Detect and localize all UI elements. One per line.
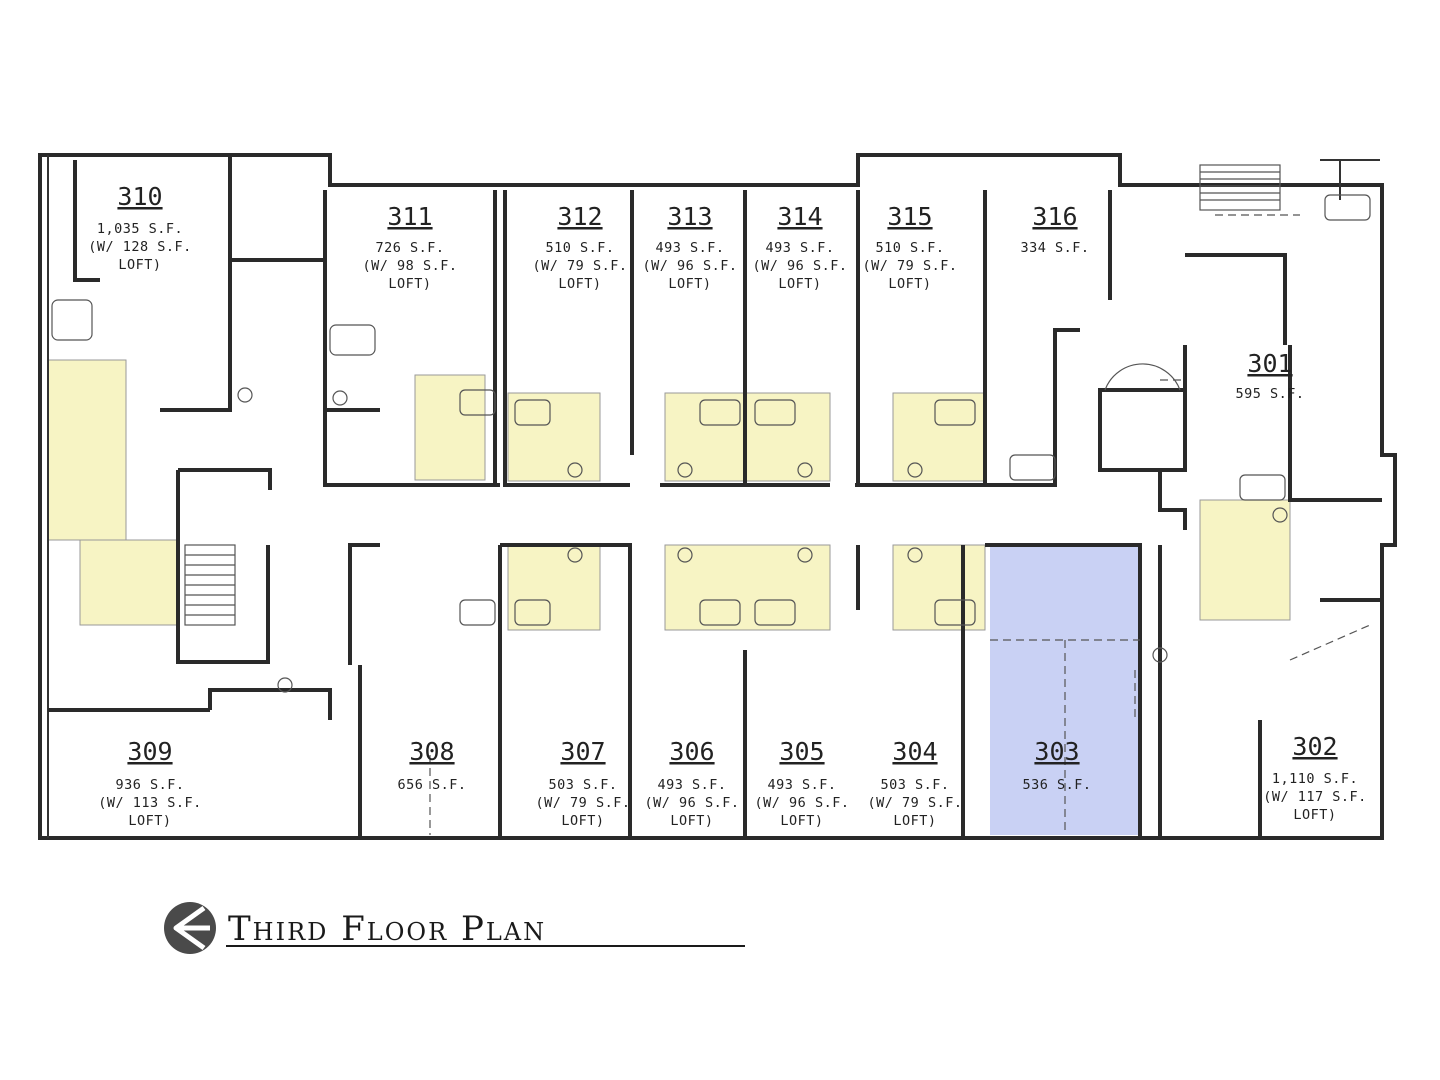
unit-307-number: 307 bbox=[560, 737, 605, 766]
unit-301-line-1: 595 S.F. bbox=[1235, 386, 1304, 402]
unit-314-line-2: (W/ 96 S.F. bbox=[753, 258, 848, 274]
unit-310-number: 310 bbox=[117, 182, 162, 211]
unit-312-line-3: LOFT) bbox=[558, 276, 601, 292]
north-arrow-icon bbox=[164, 902, 216, 954]
stair-west bbox=[184, 544, 236, 626]
unit-305-line-1: 493 S.F. bbox=[767, 777, 836, 793]
unit-302-label: 302 1,110 S.F. (W/ 117 S.F. LOFT) bbox=[1263, 732, 1367, 823]
unit-314-line-3: LOFT) bbox=[778, 276, 821, 292]
unit-305-number: 305 bbox=[779, 737, 824, 766]
unit-315-number: 315 bbox=[887, 202, 932, 231]
unit-310-line-2: (W/ 128 S.F. bbox=[88, 239, 192, 255]
unit-304-label: 304 503 S.F. (W/ 79 S.F. LOFT) bbox=[868, 737, 963, 829]
unit-306-line-3: LOFT) bbox=[670, 813, 713, 829]
unit-314-number: 314 bbox=[777, 202, 822, 231]
unit-301-label: 301 595 S.F. bbox=[1235, 349, 1304, 402]
unit-303-line-1: 536 S.F. bbox=[1022, 777, 1091, 793]
unit-307-line-1: 503 S.F. bbox=[548, 777, 617, 793]
unit-313-line-1: 493 S.F. bbox=[655, 240, 724, 256]
unit-311-line-2: (W/ 98 S.F. bbox=[363, 258, 458, 274]
unit-313-line-3: LOFT) bbox=[668, 276, 711, 292]
unit-313-label: 313 493 S.F. (W/ 96 S.F. LOFT) bbox=[643, 202, 738, 292]
unit-306-line-1: 493 S.F. bbox=[657, 777, 726, 793]
loft-lines bbox=[429, 214, 1371, 835]
unit-312-line-2: (W/ 79 S.F. bbox=[533, 258, 628, 274]
unit-302-line-1: 1,110 S.F. bbox=[1272, 771, 1358, 787]
unit-308-line-1: 656 S.F. bbox=[397, 777, 466, 793]
unit-304-line-1: 503 S.F. bbox=[880, 777, 949, 793]
unit-309-line-3: LOFT) bbox=[128, 813, 171, 829]
unit-304-line-3: LOFT) bbox=[893, 813, 936, 829]
plan-title: Third Floor Plan bbox=[228, 909, 546, 949]
unit-306-line-2: (W/ 96 S.F. bbox=[645, 795, 740, 811]
unit-305-line-3: LOFT) bbox=[780, 813, 823, 829]
unit-313-line-2: (W/ 96 S.F. bbox=[643, 258, 738, 274]
unit-302-line-3: LOFT) bbox=[1293, 807, 1336, 823]
unit-312-line-1: 510 S.F. bbox=[545, 240, 614, 256]
unit-314-line-1: 493 S.F. bbox=[765, 240, 834, 256]
unit-305-line-2: (W/ 96 S.F. bbox=[755, 795, 850, 811]
unit-308-label: 308 656 S.F. bbox=[397, 737, 466, 793]
unit-315-line-3: LOFT) bbox=[888, 276, 931, 292]
stair-east bbox=[1199, 164, 1281, 211]
unit-309-line-2: (W/ 113 S.F. bbox=[98, 795, 202, 811]
unit-309-number: 309 bbox=[127, 737, 172, 766]
unit-311-line-1: 726 S.F. bbox=[375, 240, 444, 256]
unit-316-line-1: 334 S.F. bbox=[1020, 240, 1089, 256]
north-unit-walls bbox=[73, 155, 1382, 530]
unit-labels: 310 1,035 S.F. (W/ 128 S.F. LOFT) 311 726 S.… bbox=[88, 182, 1367, 829]
unit-306-number: 306 bbox=[669, 737, 714, 766]
unit-315-label: 315 510 S.F. (W/ 79 S.F. LOFT) bbox=[863, 202, 958, 292]
unit-315-line-1: 510 S.F. bbox=[875, 240, 944, 256]
exterior-balcony-line bbox=[47, 155, 1380, 838]
unit-303-label: 303 536 S.F. bbox=[1022, 737, 1091, 793]
unit-313-number: 313 bbox=[667, 202, 712, 231]
unit-301-number: 301 bbox=[1247, 349, 1292, 378]
unit-310-label: 310 1,035 S.F. (W/ 128 S.F. LOFT) bbox=[88, 182, 192, 273]
unit-316-number: 316 bbox=[1032, 202, 1077, 231]
unit-312-number: 312 bbox=[557, 202, 602, 231]
shaded-zones bbox=[47, 359, 1291, 631]
south-unit-walls bbox=[48, 468, 1382, 838]
unit-304-line-2: (W/ 79 S.F. bbox=[868, 795, 963, 811]
unit-305-label: 305 493 S.F. (W/ 96 S.F. LOFT) bbox=[755, 737, 850, 829]
unit-306-label: 306 493 S.F. (W/ 96 S.F. LOFT) bbox=[645, 737, 740, 829]
unit-302-line-2: (W/ 117 S.F. bbox=[1263, 789, 1367, 805]
unit-304-number: 304 bbox=[892, 737, 937, 766]
unit-315-line-2: (W/ 79 S.F. bbox=[863, 258, 958, 274]
unit-308-number: 308 bbox=[409, 737, 454, 766]
unit-307-line-2: (W/ 79 S.F. bbox=[536, 795, 631, 811]
unit-311-number: 311 bbox=[387, 202, 432, 231]
unit-311-line-3: LOFT) bbox=[388, 276, 431, 292]
fixtures bbox=[51, 194, 1371, 693]
unit-312-label: 312 510 S.F. (W/ 79 S.F. LOFT) bbox=[533, 202, 628, 292]
unit-307-label: 307 503 S.F. (W/ 79 S.F. LOFT) bbox=[536, 737, 631, 829]
unit-314-label: 314 493 S.F. (W/ 96 S.F. LOFT) bbox=[753, 202, 848, 292]
unit-303-number: 303 bbox=[1034, 737, 1079, 766]
unit-311-label: 311 726 S.F. (W/ 98 S.F. LOFT) bbox=[363, 202, 458, 292]
unit-307-line-3: LOFT) bbox=[561, 813, 604, 829]
unit-302-number: 302 bbox=[1292, 732, 1337, 761]
unit-309-line-1: 936 S.F. bbox=[115, 777, 184, 793]
unit-316-label: 316 334 S.F. bbox=[1020, 202, 1089, 256]
building-outline bbox=[38, 153, 1397, 840]
unit-310-line-1: 1,035 S.F. bbox=[97, 221, 183, 237]
unit-310-line-3: LOFT) bbox=[118, 257, 161, 273]
unit-309-label: 309 936 S.F. (W/ 113 S.F. LOFT) bbox=[98, 737, 202, 829]
